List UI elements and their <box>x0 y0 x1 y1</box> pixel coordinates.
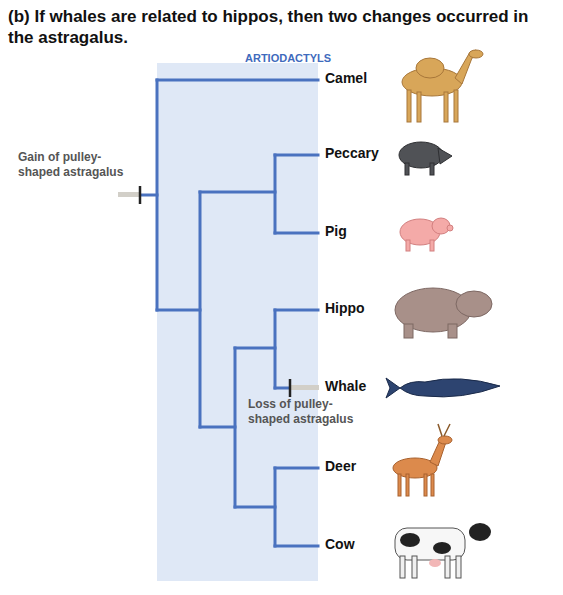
camel-picture <box>402 50 483 122</box>
change-note: Gain of pulley-shaped astragalus <box>18 150 140 180</box>
deer-picture <box>393 424 452 496</box>
hippo-picture <box>395 288 492 338</box>
group-label: ARTIODACTYLS <box>245 51 331 65</box>
pig-picture <box>400 218 453 251</box>
taxon-label: Pig <box>325 223 347 240</box>
figure-title: (b) If whales are related to hippos, the… <box>8 6 556 48</box>
taxon-label: Deer <box>325 458 356 475</box>
cow-picture <box>395 523 491 578</box>
change-note: Loss of pulley-shaped astragalus <box>248 397 360 427</box>
taxon-label: Whale <box>325 378 366 395</box>
tree-branches <box>140 80 318 546</box>
taxon-label: Camel <box>325 70 367 87</box>
loss-marker <box>290 379 319 397</box>
taxon-label: Peccary <box>325 145 379 162</box>
taxon-label: Cow <box>325 536 355 553</box>
peccary-picture <box>399 142 452 175</box>
whale-picture <box>386 378 500 398</box>
taxon-label: Hippo <box>325 300 365 317</box>
clade-panel <box>157 63 318 581</box>
gain-marker <box>118 186 140 204</box>
